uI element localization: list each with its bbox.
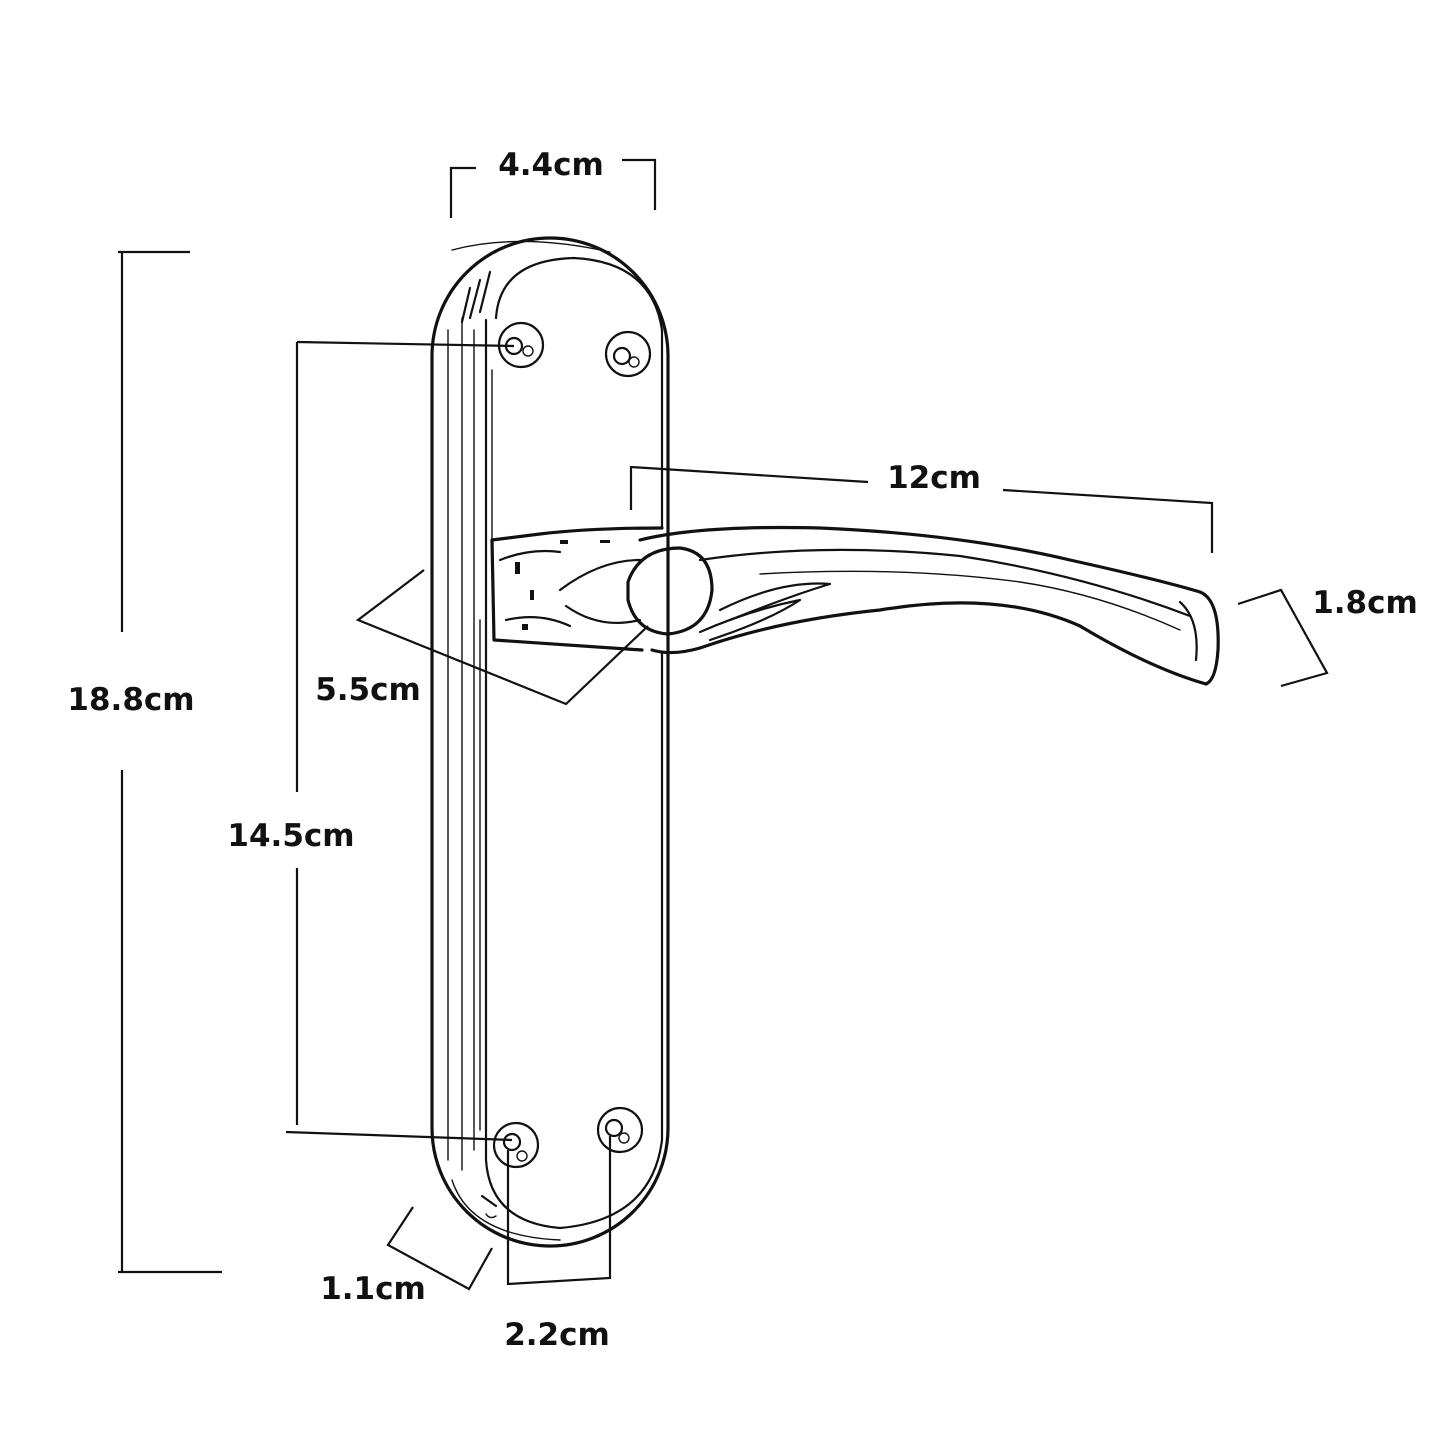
dimension-plate-width: 4.4cm xyxy=(449,147,657,218)
label-screw-spacing-horizontal: 2.2cm xyxy=(504,1317,610,1353)
dimension-screw-spacing-horizontal: 2.2cm xyxy=(504,1136,612,1353)
dimension-overall-height: 18.8cm xyxy=(67,250,222,1274)
screw-top-right xyxy=(604,330,652,378)
dimension-plate-depth: 1.1cm xyxy=(320,1206,493,1307)
dimension-screw-spacing-vertical: 14.5cm xyxy=(227,340,515,1142)
dimension-lever-length: 12cm xyxy=(629,460,1214,553)
label-lever-length: 12cm xyxy=(887,460,981,496)
screw-bottom-left xyxy=(492,1121,540,1169)
label-lever-tip-width: 1.8cm xyxy=(1312,585,1418,621)
label-screw-spacing-vertical: 14.5cm xyxy=(227,818,354,854)
dimension-lever-tip-width: 1.8cm xyxy=(1237,585,1418,688)
label-lever-projection: 5.5cm xyxy=(315,672,421,708)
backplate xyxy=(430,236,670,1248)
screw-bottom-right xyxy=(596,1106,644,1154)
label-overall-height: 18.8cm xyxy=(67,682,194,718)
label-plate-depth: 1.1cm xyxy=(320,1271,426,1307)
label-plate-width: 4.4cm xyxy=(498,147,604,183)
lever-handle xyxy=(490,525,1220,686)
dimension-lever-projection: 5.5cm xyxy=(315,569,649,708)
